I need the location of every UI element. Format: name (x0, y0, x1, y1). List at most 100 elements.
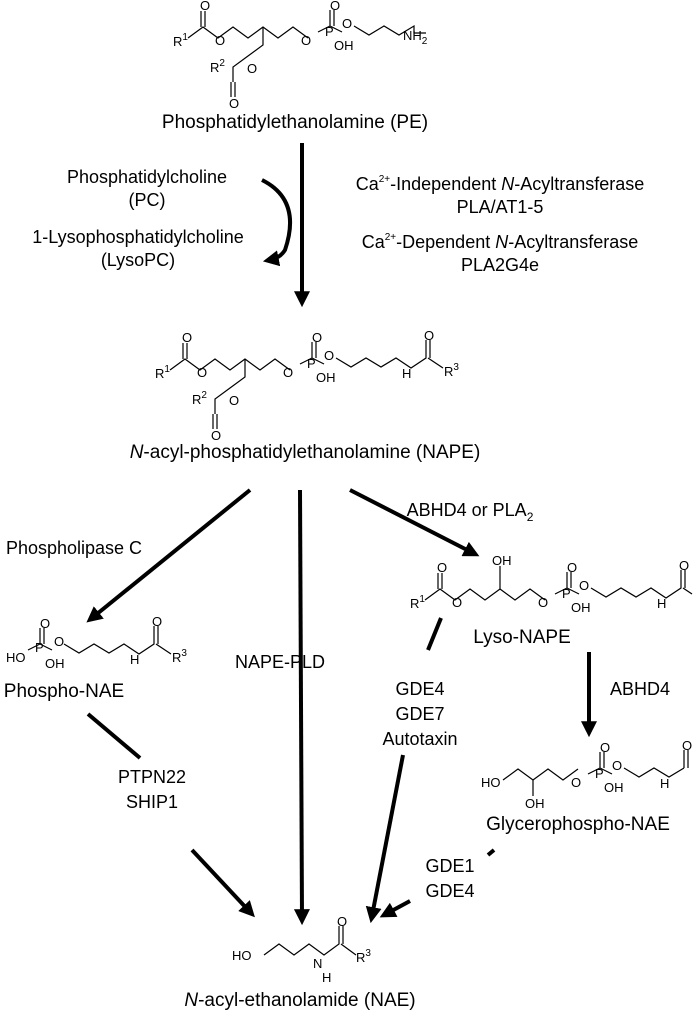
nape-ester-o1: O (197, 365, 207, 380)
lyso-nape-oh: OH (492, 553, 512, 568)
nae-ho: HO (232, 948, 252, 963)
enzyme-abhd4-pla2: ABHD4 or PLA2 (407, 500, 534, 524)
nae-amide-h: H (322, 970, 331, 985)
glycerophospho-nae-structure: HO OH O P O OH O H O (481, 738, 692, 811)
phospho-nae-o-link: O (54, 634, 64, 649)
gp-nae-amide-h: H (660, 776, 669, 791)
nape-carbonyl-o1: O (182, 330, 192, 345)
pe-ester-o-phos: O (301, 33, 311, 48)
lyso-nape-phos-oh: OH (571, 600, 591, 615)
nape-amide-o: O (424, 328, 434, 343)
pe-phos-o: O (330, 0, 340, 13)
nae-label: N-acyl-ethanolamide (NAE) (184, 990, 415, 1011)
lyso-nape-phosphorus: P (562, 586, 571, 601)
gp-nae-ho: HO (481, 775, 501, 790)
nape-ester-o-phos: O (283, 365, 293, 380)
phospho-nae-structure: HO P O OH O H O R3 (6, 614, 187, 671)
pe-label: Phosphatidylethanolamine (PE) (162, 112, 428, 133)
enzyme-gde4-second: GDE4 (425, 881, 474, 901)
nape-phos-o: O (312, 330, 322, 345)
nae-amide-o: O (337, 914, 347, 929)
gp-nae-phosphorus: P (595, 766, 604, 781)
pe-phos-oh: OH (334, 38, 354, 53)
nape-to-phospho-nae-arrow (86, 488, 252, 623)
lyso-nape-r1: R1 (410, 594, 425, 611)
enzyme-ca-dependent: Ca2+-Dependent N-Acyltransferase (362, 232, 639, 252)
nae-amide-n: N (313, 956, 322, 971)
lyso-nape-amide-o: O (679, 558, 689, 573)
gp-nae-to-nae-arrow (379, 899, 411, 918)
enzyme-ship1: SHIP1 (126, 792, 178, 812)
lyso-nape-amide-h: H (657, 596, 666, 611)
enzyme-autotaxin: Autotaxin (382, 729, 457, 749)
gp-nae-amide-o: O (682, 738, 692, 753)
nape-ester-o2: O (229, 393, 239, 408)
nape-amide-h: H (402, 366, 411, 381)
lysopc-label: 1-Lysophosphatidylcholine (32, 227, 243, 247)
nape-structure: O R1 O O P O OH O H O R3 O R2 O (155, 328, 459, 443)
lyso-nape-gde-line (426, 617, 443, 651)
phospho-nae-phosphorus: P (35, 640, 44, 655)
nape-r2: R2 (192, 390, 207, 407)
pe-ester-o1: O (215, 33, 225, 48)
enzyme-gde7: GDE7 (395, 704, 444, 724)
nape-to-nae-arrow (293, 489, 310, 926)
gp-nae-oh: OH (525, 796, 545, 811)
enzyme-abhd4: ABHD4 (610, 679, 670, 699)
gp-nae-o-phos: O (571, 775, 581, 790)
lyso-nape-ester-o: O (452, 595, 462, 610)
phospho-nae-phos-o: O (40, 616, 50, 631)
gp-nae-o-link: O (612, 758, 622, 773)
enzyme-ca-independent: Ca2+-Independent N-Acyltransferase (356, 174, 645, 194)
enzyme-gde4: GDE4 (395, 679, 444, 699)
enzyme-nape-pld: NAPE-PLD (235, 652, 325, 672)
nape-phosphorus: P (307, 356, 316, 371)
phospho-nae-ptpn-line (86, 712, 142, 760)
pc-abbrev: (PC) (129, 190, 166, 210)
lyso-nape-structure: O R1 O OH O P O OH O H O (410, 553, 693, 615)
phospho-nae-label: Phospho-NAE (4, 681, 124, 702)
lyso-nape-to-nae-arrow (365, 754, 405, 924)
pe-ester-o2: O (247, 61, 257, 76)
lyso-nape-o-link: O (579, 578, 589, 593)
lyso-nape-phos-o: O (567, 560, 577, 575)
pc-label: Phosphatidylcholine (67, 167, 227, 187)
phospho-nae-ho: HO (6, 650, 26, 665)
pe-nh2: NH2 (403, 28, 428, 47)
enzyme-gde1: GDE1 (425, 856, 474, 876)
gp-nae-gde-line (486, 848, 496, 857)
lyso-nape-o-phos: O (538, 595, 548, 610)
pe-carbonyl-o1: O (200, 0, 210, 13)
pe-phos-o-link: O (342, 16, 352, 31)
phospho-nae-amide-h: H (130, 652, 139, 667)
lyso-nape-carbonyl-o: O (437, 560, 447, 575)
nape-phos-o-link: O (324, 348, 334, 363)
pe-carbonyl-o2: O (229, 96, 239, 111)
pe-phosphorus: P (325, 24, 334, 39)
nape-to-lyso-nape-arrow (349, 488, 480, 557)
pe-structure: O R1 O O P O OH O NH2 O R2 O (173, 0, 428, 111)
nape-r1: R1 (155, 364, 170, 381)
nape-phos-oh: OH (316, 370, 336, 385)
phospho-nae-amide-o: O (152, 614, 162, 629)
nape-r3: R3 (444, 362, 459, 379)
enzyme-pla-at: PLA/AT1-5 (457, 197, 544, 217)
pe-r2: R2 (210, 58, 225, 75)
enzyme-ptpn22: PTPN22 (118, 767, 186, 787)
pc-to-lysopc-curved-arrow (261, 178, 293, 267)
phospho-nae-r3: R3 (172, 648, 187, 665)
lysopc-abbrev: (LysoPC) (101, 250, 175, 270)
nape-label: N-acyl-phosphatidylethanolamine (NAPE) (130, 442, 481, 463)
glycerophospho-nae-label: Glycerophospho-NAE (486, 814, 670, 835)
enzyme-plc: Phospholipase C (6, 538, 142, 558)
gp-nae-phos-oh: OH (604, 780, 624, 795)
nae-r3: R3 (356, 948, 371, 965)
phospho-nae-to-nae-arrow (190, 848, 255, 918)
gp-nae-phos-o: O (600, 740, 610, 755)
nape-carbonyl-o2: O (211, 428, 221, 443)
phospho-nae-oh: OH (45, 656, 65, 671)
pe-r1: R1 (173, 32, 188, 49)
enzyme-pla2g4e: PLA2G4e (461, 255, 539, 275)
nae-structure: HO N H O R3 (232, 914, 371, 985)
